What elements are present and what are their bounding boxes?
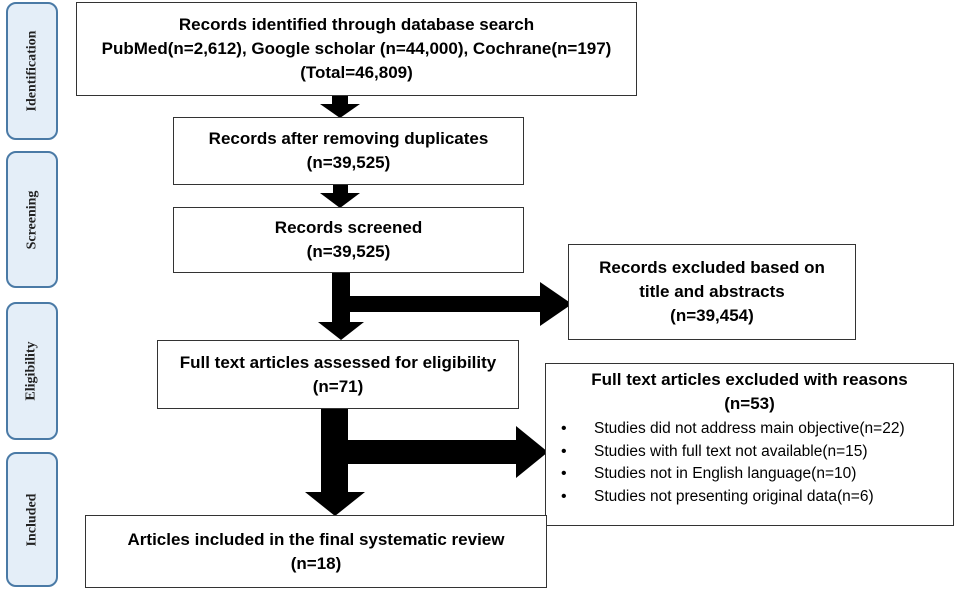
arrow-screened-to-fulltext — [318, 272, 364, 340]
stage-included: Included — [6, 452, 58, 587]
reason-text: Studies not presenting original data(n=6… — [594, 487, 874, 505]
fulltext-assessed-box: Full text articles assessed for eligibil… — [157, 340, 519, 409]
stage-eligibility-label: Eligibility — [24, 341, 39, 401]
articles-included-title: Articles included in the final systemati… — [127, 529, 505, 549]
records-identified-sources: PubMed(n=2,612), Google scholar (n=44,00… — [101, 39, 612, 58]
stage-eligibility: Eligibility — [6, 302, 58, 440]
bullet: • — [561, 420, 567, 437]
arrow-to-fulltext-excluded — [348, 426, 548, 478]
reason-text: Studies with full text not available(n=1… — [594, 442, 868, 460]
fulltext-assessed-count: (n=71) — [312, 376, 364, 396]
records-excluded-title-line1: Records excluded based on — [599, 258, 825, 277]
records-screened-count: (n=39,525) — [306, 242, 391, 261]
reason-text: Studies did not address main objective(n… — [594, 420, 905, 437]
fulltext-excluded-box: Full text articles excluded with reasons… — [545, 363, 954, 526]
exclusion-reasons-list: • Studies did not address main objective(… — [546, 418, 953, 508]
list-item: • Studies not presenting original data(n=… — [546, 486, 953, 509]
list-item: • Studies not in English language(n=10) — [546, 463, 953, 486]
stage-included-label: Included — [24, 493, 40, 546]
records-after-duplicates-title: Records after removing duplicates — [208, 129, 489, 148]
articles-included-box: Articles included in the final systemati… — [85, 515, 547, 588]
records-screened-box: Records screened (n=39,525) — [173, 207, 524, 273]
arrow-to-records-excluded — [350, 282, 572, 326]
fulltext-excluded-title: Full text articles excluded with reasons — [591, 370, 908, 389]
stage-screening: Screening — [6, 151, 58, 288]
records-identified-box: Records identified through database sear… — [76, 2, 637, 96]
records-screened-title: Records screened — [274, 218, 423, 237]
stage-identification: Identification — [6, 2, 58, 140]
bullet: • — [561, 487, 567, 505]
records-identified-total: (Total=46,809) — [300, 63, 413, 82]
records-identified-title: Records identified through database sear… — [178, 15, 535, 34]
reason-text: Studies not in English language(n=10) — [594, 465, 857, 482]
articles-included-count: (n=18) — [290, 553, 342, 573]
arrow-duplicates-to-screened — [320, 184, 360, 208]
records-after-duplicates-box: Records after removing duplicates (n=39,… — [173, 117, 524, 185]
stage-identification-label: Identification — [24, 30, 40, 112]
records-excluded-title-line2: title and abstracts — [639, 282, 785, 301]
stage-screening-label: Screening — [24, 190, 40, 249]
records-excluded-count: (n=39,454) — [670, 306, 754, 325]
list-item: • Studies with full text not available(n=… — [546, 441, 953, 464]
list-item: • Studies did not address main objective(… — [546, 418, 953, 441]
arrow-identified-to-duplicates — [320, 95, 360, 118]
records-after-duplicates-count: (n=39,525) — [306, 153, 391, 172]
fulltext-assessed-title: Full text articles assessed for eligibil… — [179, 352, 497, 372]
arrow-fulltext-to-included — [305, 408, 365, 516]
records-excluded-box: Records excluded based on title and abst… — [568, 244, 856, 340]
bullet: • — [561, 465, 567, 482]
bullet: • — [561, 442, 567, 460]
fulltext-excluded-count: (n=53) — [724, 394, 775, 413]
